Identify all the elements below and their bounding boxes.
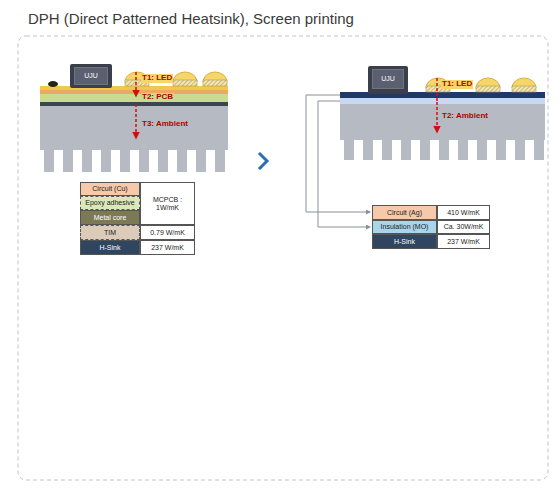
cell-text: Ca. 30W/mK bbox=[444, 223, 484, 231]
cell-text: H-Sink bbox=[99, 244, 120, 252]
cell-text: 410 W/mK bbox=[447, 209, 480, 217]
temperature-point: T1: LED bbox=[141, 74, 173, 83]
solder-dot bbox=[48, 81, 58, 87]
fin bbox=[196, 150, 206, 172]
chip-body bbox=[368, 66, 408, 94]
led bbox=[173, 72, 197, 86]
heatsink-fins bbox=[344, 140, 544, 160]
table-cell: Metal core bbox=[80, 210, 140, 225]
heat-path-arrow bbox=[135, 72, 137, 96]
chevron-arrow bbox=[259, 153, 267, 169]
dph-assembly bbox=[306, 66, 545, 227]
fin bbox=[477, 140, 487, 160]
fin bbox=[101, 150, 111, 172]
table-cell: H-Sink bbox=[80, 240, 140, 255]
table-cell: Epoxy adhesive bbox=[80, 196, 140, 210]
heat-path-arrow bbox=[436, 102, 438, 132]
fin bbox=[458, 140, 468, 160]
temperature-point: T3: Ambient bbox=[141, 120, 189, 129]
fin bbox=[158, 150, 168, 172]
table-cell: 237 W/mK bbox=[140, 240, 195, 255]
cell-text: Metal core bbox=[94, 214, 127, 222]
fin bbox=[120, 150, 130, 172]
fin bbox=[534, 140, 544, 160]
fin bbox=[215, 150, 225, 172]
led bbox=[512, 78, 536, 92]
led bbox=[203, 72, 227, 86]
fin bbox=[496, 140, 506, 160]
fin bbox=[515, 140, 525, 160]
heatsink-fins bbox=[44, 150, 225, 172]
table-cell: Insulation (MO) bbox=[372, 220, 437, 234]
leader-line bbox=[318, 101, 370, 227]
cell-text: UJU bbox=[381, 75, 395, 83]
mcpcb-assembly bbox=[40, 64, 228, 172]
table-cell: 237 W/mK bbox=[437, 234, 490, 249]
temperature-point: T2: Ambient bbox=[441, 112, 489, 121]
fin bbox=[401, 140, 411, 160]
fin bbox=[63, 150, 73, 172]
fin bbox=[363, 140, 373, 160]
panel-frame bbox=[18, 36, 548, 480]
table-cell: 0.79 W/mK bbox=[140, 225, 195, 240]
heatsink-body bbox=[40, 106, 228, 150]
leader-line bbox=[306, 95, 370, 212]
fin bbox=[439, 140, 449, 160]
table-cell: 410 W/mK bbox=[437, 205, 490, 220]
temperature-point: T2: PCB bbox=[141, 93, 174, 102]
heat-path-arrow bbox=[135, 104, 137, 138]
table-cell: Circuit (Cu) bbox=[80, 182, 140, 196]
fin bbox=[382, 140, 392, 160]
epoxy-layer bbox=[40, 90, 228, 94]
table-cell: H-Sink bbox=[372, 234, 437, 249]
cell-text: Circuit (Ag) bbox=[387, 209, 422, 217]
table-cell: TIM bbox=[80, 225, 140, 240]
title: DPH (Direct Patterned Heatsink), Screen … bbox=[28, 11, 354, 28]
insulation-layer bbox=[340, 98, 545, 104]
led bbox=[476, 78, 500, 92]
tim-layer bbox=[40, 102, 228, 106]
fin bbox=[44, 150, 54, 172]
cell-text: MCPCB : 1W/mK bbox=[141, 196, 194, 211]
cell-text: H-Sink bbox=[394, 238, 415, 246]
cell-text: UJU bbox=[84, 72, 98, 80]
heat-path-arrow bbox=[436, 78, 438, 102]
cell-text: 237 W/mK bbox=[447, 238, 480, 246]
fin bbox=[82, 150, 92, 172]
chip: UJU bbox=[74, 67, 108, 85]
fin bbox=[139, 150, 149, 172]
heatsink-body bbox=[340, 104, 545, 140]
cell-text: Epoxy adhesive bbox=[85, 199, 134, 207]
cell-text: Circuit (Cu) bbox=[92, 185, 127, 193]
table-cell: Circuit (Ag) bbox=[372, 205, 437, 220]
metal-core-layer bbox=[40, 94, 228, 102]
table-cell: Ca. 30W/mK bbox=[437, 220, 490, 234]
circuit-layer bbox=[40, 86, 228, 90]
chip-body bbox=[70, 64, 112, 88]
chip: UJU bbox=[372, 69, 404, 89]
temperature-point: T1: LED bbox=[441, 80, 473, 89]
cell-text: TIM bbox=[104, 229, 116, 237]
cell-text: 237 W/mK bbox=[151, 244, 184, 252]
table-cell: MCPCB : 1W/mK bbox=[140, 182, 195, 225]
cell-text: 0.79 W/mK bbox=[150, 229, 185, 237]
cell-text: Insulation (MO) bbox=[381, 223, 429, 231]
fin bbox=[177, 150, 187, 172]
fin bbox=[420, 140, 430, 160]
fin bbox=[344, 140, 354, 160]
